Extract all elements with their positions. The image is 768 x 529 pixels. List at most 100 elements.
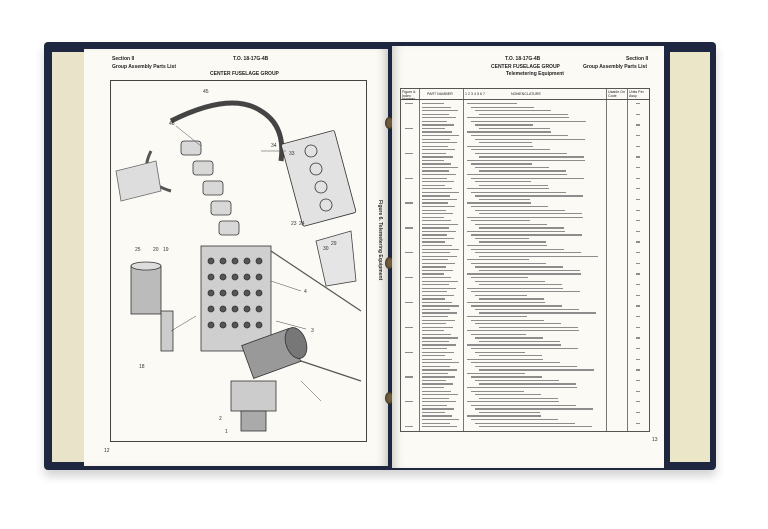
table-row-text xyxy=(471,305,562,307)
table-row xyxy=(422,110,458,112)
table-row-text xyxy=(471,291,580,293)
table-row-text xyxy=(467,188,549,190)
table-row xyxy=(422,209,446,211)
table-row xyxy=(422,323,446,325)
table-row xyxy=(422,312,457,314)
table-row-text xyxy=(467,174,567,176)
table-row-text xyxy=(475,294,527,296)
table-row xyxy=(422,404,447,407)
callout-2: 2 xyxy=(219,416,222,422)
table-row-qty xyxy=(636,284,640,286)
table-row-text xyxy=(471,149,550,151)
table-row-text xyxy=(475,280,545,282)
callout-3: 3 xyxy=(311,328,314,334)
table-row-qty xyxy=(636,156,640,158)
table-row-qty xyxy=(636,166,640,169)
table-row-text xyxy=(471,177,584,179)
table-row-text xyxy=(479,383,576,385)
callout-48: 48 xyxy=(169,121,175,127)
table-row xyxy=(422,316,448,318)
table-row-text xyxy=(471,220,530,222)
table-row-index xyxy=(405,426,413,428)
table-row xyxy=(422,149,455,151)
table-row xyxy=(422,252,450,254)
table-row xyxy=(422,337,458,339)
table-row xyxy=(422,124,454,126)
table-row-qty xyxy=(636,294,640,296)
table-row xyxy=(422,358,452,360)
table-row xyxy=(422,191,459,194)
table-row-qty xyxy=(636,198,640,201)
right-page-edges xyxy=(670,52,710,462)
table-row-text xyxy=(471,319,544,321)
binder-ring-top xyxy=(385,117,394,129)
table-row-text xyxy=(479,184,548,186)
table-row xyxy=(422,248,459,250)
table-row-qty xyxy=(636,230,640,233)
table-row-text xyxy=(479,369,594,371)
table-row xyxy=(422,426,457,428)
table-row xyxy=(422,351,454,353)
table-row-index xyxy=(405,152,413,154)
table-row-text xyxy=(475,237,529,240)
table-row xyxy=(422,241,445,243)
table-row-text xyxy=(467,202,531,204)
table-row-text xyxy=(479,127,550,130)
table-row-text xyxy=(471,106,534,108)
table-row xyxy=(422,223,458,225)
table-row xyxy=(422,355,445,357)
table-row-text xyxy=(479,411,540,414)
table-row-text xyxy=(471,276,528,279)
binder-ring-middle xyxy=(385,257,394,269)
table-row-text xyxy=(475,166,549,169)
table-row-text xyxy=(479,355,542,357)
table-row xyxy=(422,255,457,257)
table-row-index xyxy=(405,276,413,279)
table-row xyxy=(422,390,451,392)
table-row-text xyxy=(467,259,529,261)
right-group-title: CENTER FUSELAGE GROUP xyxy=(491,64,560,70)
table-row-index xyxy=(405,401,413,403)
table-row-text xyxy=(479,241,546,243)
figure-illustration xyxy=(115,100,362,432)
table-row-index xyxy=(405,177,413,179)
table-row-text xyxy=(471,163,532,165)
table-row xyxy=(422,163,451,165)
table-row xyxy=(422,401,456,403)
col-figure-index: Figure & Index Number xyxy=(402,90,416,102)
table-row-text xyxy=(475,379,559,382)
table-row-qty xyxy=(636,113,640,115)
col-part-number: PART NUMBER xyxy=(427,92,453,96)
table-row-text xyxy=(467,372,525,375)
table-row-text xyxy=(479,298,544,300)
callout-29: 29 xyxy=(331,241,337,247)
callout-4: 4 xyxy=(304,289,307,295)
table-row-text xyxy=(467,330,579,332)
table-row-text xyxy=(475,252,581,254)
table-row-qty xyxy=(636,188,640,190)
left-subtitle: Group Assembly Parts List xyxy=(112,64,176,70)
table-row-text xyxy=(467,103,517,105)
table-row-text xyxy=(479,213,582,215)
table-row-text xyxy=(475,124,533,126)
table-row xyxy=(422,344,456,346)
table-row xyxy=(422,362,459,364)
col-indent: 1 2 3 4 5 6 7 xyxy=(465,92,485,96)
table-row-qty xyxy=(636,305,640,307)
table-row-index xyxy=(405,351,413,353)
table-row xyxy=(422,383,453,385)
table-row-text xyxy=(475,394,541,396)
table-row xyxy=(422,227,449,229)
motor-unit xyxy=(230,327,308,432)
table-row-text xyxy=(467,145,533,147)
table-row-text xyxy=(475,308,579,311)
table-row xyxy=(422,379,446,382)
table-row-text xyxy=(471,333,526,336)
table-row-qty xyxy=(636,209,640,211)
right-subgroup: Telemetering Equipment xyxy=(506,71,564,77)
table-row-text xyxy=(471,234,582,236)
table-row-qty xyxy=(636,124,640,126)
table-row-qty xyxy=(636,358,640,360)
col-usable-on: Usable On Code xyxy=(608,90,625,98)
bracket xyxy=(315,230,357,287)
